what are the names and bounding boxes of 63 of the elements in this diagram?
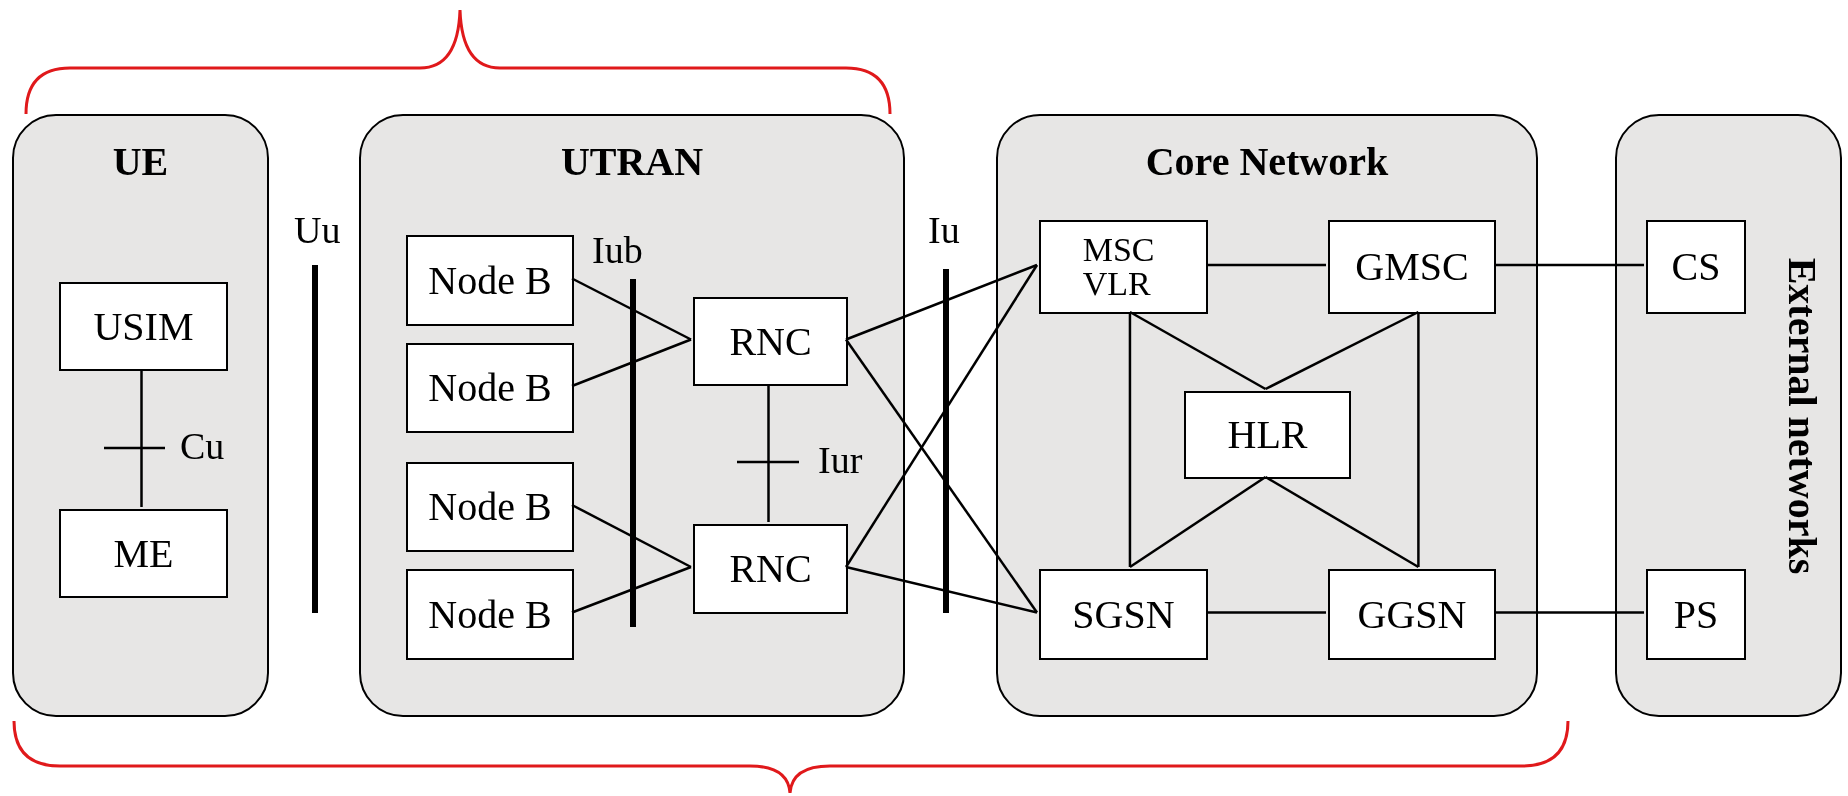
network-panel [1615, 114, 1842, 717]
connection-line [1264, 475, 1420, 569]
network-element-box [406, 235, 574, 326]
connection-line [571, 503, 692, 569]
element-label: GGSN [1357, 594, 1467, 635]
connection-line [1206, 263, 1326, 267]
network-panel [359, 114, 905, 717]
connection-line [845, 263, 1038, 341]
connection-line [571, 277, 692, 341]
panel-title: UE [111, 138, 170, 185]
interface-label: Iur [818, 438, 863, 482]
element-label: CS [1671, 247, 1721, 287]
network-element-box [1646, 569, 1746, 660]
interface-label: Iub [592, 228, 643, 272]
panel-title: External networks [1778, 257, 1826, 574]
element-label: Node B [428, 368, 552, 408]
element-label: GMSC [1355, 247, 1469, 287]
network-panel [996, 114, 1538, 717]
network-element-box [693, 297, 848, 386]
connection-line [571, 565, 692, 614]
connection-line [1494, 263, 1644, 267]
network-element-box [693, 524, 848, 614]
connection-line [1264, 310, 1419, 391]
connection-line [1129, 310, 1267, 391]
connection-line [844, 338, 1039, 614]
element-label: HLR [1227, 415, 1308, 455]
network-element-box [406, 343, 574, 433]
connection-line [1206, 611, 1326, 614]
element-label: USIM [93, 306, 194, 347]
element-label: RNC [729, 549, 812, 589]
network-element-box [1328, 569, 1496, 660]
element-label: Node B [428, 594, 552, 635]
network-panel [12, 114, 269, 717]
element-label: RNC [729, 321, 812, 362]
connection-line [571, 338, 692, 388]
connection-line [1494, 611, 1644, 614]
interface-label: Cu [180, 424, 225, 468]
network-element-box [59, 282, 228, 371]
element-label: Node B [428, 487, 552, 527]
element-label: Node B [428, 260, 552, 301]
connection-line [844, 264, 1039, 568]
panel-title: Core Network [1144, 138, 1390, 185]
connection-line [845, 565, 1038, 614]
network-element-box [59, 509, 228, 598]
network-element-box [1039, 220, 1208, 314]
network-element-box [1039, 569, 1208, 660]
connection-line [1417, 312, 1420, 567]
network-element-box [1328, 220, 1496, 314]
interface-label: Uu [294, 208, 341, 252]
connection-line [767, 384, 770, 522]
connection-line [1129, 475, 1267, 569]
element-label: MSC VLR [1082, 233, 1156, 301]
network-element-box [406, 569, 574, 660]
interface-label: Iu [928, 208, 960, 252]
network-element-box [406, 462, 574, 552]
element-label: PS [1673, 594, 1719, 635]
connection-line [140, 369, 143, 507]
network-element-box [1184, 391, 1351, 479]
connection-line [1128, 312, 1132, 567]
network-element-box [1646, 220, 1746, 314]
element-label: ME [113, 533, 174, 574]
element-label: SGSN [1072, 594, 1175, 635]
panel-title: UTRAN [559, 138, 705, 185]
